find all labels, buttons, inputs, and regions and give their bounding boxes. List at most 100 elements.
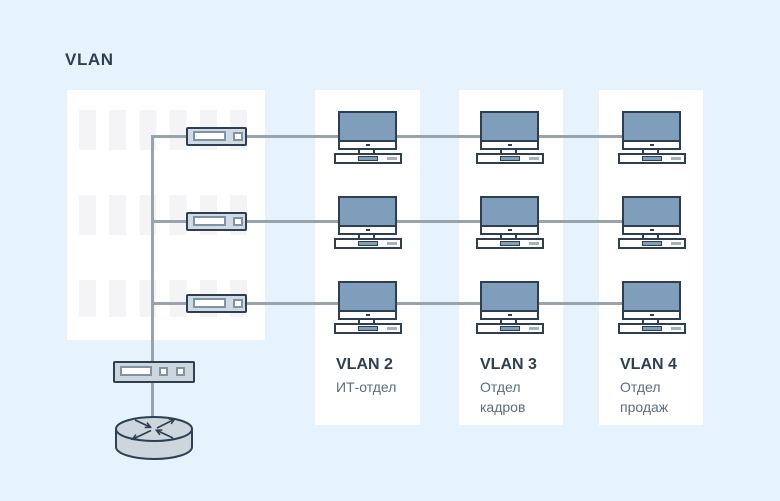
monitor-screen: [624, 198, 679, 227]
monitor-stand: [515, 320, 517, 324]
vlan2-department: ИТ-отдел: [336, 379, 397, 395]
unit-drive: [500, 156, 520, 161]
switch-port: [193, 131, 226, 141]
desktop-unit: [334, 238, 402, 249]
workstation-icon: [334, 196, 402, 249]
workstation-icon: [334, 111, 402, 164]
workstation-icon: [476, 281, 544, 334]
monitor: [338, 111, 397, 150]
vlan3-label: VLAN 3: [480, 356, 537, 373]
switch-icon: [186, 127, 247, 146]
vlan4-department: Отдел продаж: [620, 379, 669, 415]
monitor-stand: [358, 150, 360, 154]
monitor-stand: [373, 320, 375, 324]
switch-port: [233, 299, 243, 308]
switch-icon: [186, 212, 247, 231]
monitor-screen: [624, 283, 679, 312]
unit-vent: [387, 242, 397, 245]
monitor-stand: [500, 235, 502, 239]
desktop-unit: [334, 153, 402, 164]
workstation-icon: [476, 111, 544, 164]
monitor: [338, 196, 397, 235]
monitor-stand: [373, 235, 375, 239]
workstation-icon: [618, 196, 686, 249]
switch-port: [193, 216, 226, 226]
switch-port: [193, 298, 226, 308]
monitor-logo: [508, 314, 512, 316]
network-link-row1: [152, 135, 652, 138]
switch-port: [176, 367, 185, 376]
monitor-screen: [624, 113, 679, 142]
desktop-unit: [334, 323, 402, 334]
monitor: [480, 281, 539, 320]
router-icon: [115, 416, 193, 460]
unit-drive: [358, 241, 378, 246]
monitor-screen: [340, 113, 395, 142]
monitor-stand: [657, 150, 659, 154]
switch-port: [233, 132, 243, 141]
switch-port: [159, 367, 168, 376]
unit-vent: [529, 157, 539, 160]
monitor: [622, 196, 681, 235]
monitor: [480, 196, 539, 235]
monitor-screen: [340, 198, 395, 227]
switch-icon: [186, 294, 247, 313]
unit-drive: [358, 156, 378, 161]
monitor-stand: [642, 150, 644, 154]
unit-vent: [529, 327, 539, 330]
vlan3-department: Отдел кадров: [480, 379, 526, 415]
monitor: [622, 111, 681, 150]
monitor-logo: [650, 229, 654, 231]
monitor-stand: [642, 320, 644, 324]
unit-vent: [387, 327, 397, 330]
monitor-stand: [657, 320, 659, 324]
monitor-logo: [508, 144, 512, 146]
monitor-logo: [508, 229, 512, 231]
monitor-screen: [482, 113, 537, 142]
vlan2-label: VLAN 2: [336, 356, 393, 373]
unit-drive: [500, 326, 520, 331]
monitor-stand: [500, 320, 502, 324]
unit-drive: [642, 156, 662, 161]
switch-port: [120, 366, 152, 376]
desktop-unit: [618, 238, 686, 249]
monitor-screen: [482, 198, 537, 227]
unit-drive: [642, 326, 662, 331]
monitor-stand: [515, 235, 517, 239]
unit-drive: [500, 241, 520, 246]
core-switch-icon: [113, 361, 195, 383]
unit-vent: [387, 157, 397, 160]
monitor-logo: [366, 144, 370, 146]
monitor-screen: [482, 283, 537, 312]
unit-drive: [642, 241, 662, 246]
monitor-stand: [515, 150, 517, 154]
monitor: [622, 281, 681, 320]
monitor-stand: [373, 150, 375, 154]
monitor-stand: [657, 235, 659, 239]
monitor-stand: [642, 235, 644, 239]
unit-vent: [671, 327, 681, 330]
monitor: [338, 281, 397, 320]
page-title: VLAN: [65, 50, 114, 69]
monitor-logo: [650, 144, 654, 146]
desktop-unit: [618, 153, 686, 164]
monitor-screen: [340, 283, 395, 312]
workstation-icon: [476, 196, 544, 249]
network-link-row3: [152, 302, 652, 305]
trunk-link: [151, 135, 154, 420]
desktop-unit: [476, 153, 544, 164]
desktop-unit: [476, 323, 544, 334]
desktop-unit: [618, 323, 686, 334]
monitor: [480, 111, 539, 150]
desktop-unit: [476, 238, 544, 249]
network-link-row2: [152, 220, 652, 223]
unit-vent: [529, 242, 539, 245]
monitor-logo: [366, 229, 370, 231]
vlan4-label: VLAN 4: [620, 356, 677, 373]
monitor-stand: [358, 235, 360, 239]
workstation-icon: [618, 111, 686, 164]
monitor-stand: [500, 150, 502, 154]
monitor-stand: [358, 320, 360, 324]
monitor-logo: [650, 314, 654, 316]
monitor-logo: [366, 314, 370, 316]
